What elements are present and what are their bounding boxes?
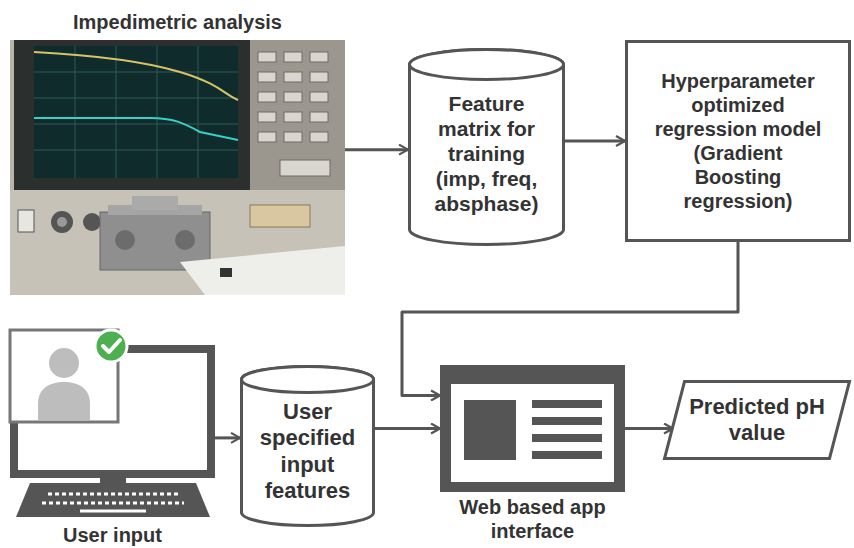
analyzer-photo-part-part xyxy=(310,132,328,142)
analyzer-photo-part xyxy=(220,268,232,277)
flow-arrow xyxy=(215,436,240,439)
analyzer-photo-part-part xyxy=(280,160,330,176)
analyzer-photo-part-part xyxy=(258,72,276,82)
text-holder: Web based app interface xyxy=(440,495,625,543)
text-holder: Impedimetric analysis xyxy=(10,10,345,34)
analyzer-photo-part xyxy=(18,210,34,232)
analyzer-photo-part xyxy=(115,230,135,250)
text-holder: Predicted pH value xyxy=(663,380,851,460)
web-app-icon-part xyxy=(532,417,602,425)
web-app-icon-part xyxy=(532,400,602,408)
analyzer-photo-part-part xyxy=(75,46,76,178)
analyzer-photo-part-part xyxy=(258,112,276,122)
analyzer-photo-part xyxy=(132,196,178,210)
text-holder: User specified input features xyxy=(240,365,375,527)
analyzer-photo-part-part xyxy=(34,72,238,73)
node-label: Hyperparameter optimized regression mode… xyxy=(651,69,826,213)
cylinder-body xyxy=(410,50,564,245)
analyzer-photo-part xyxy=(250,40,345,195)
analyzer-photo-part xyxy=(10,40,345,295)
analyzer-photo-part xyxy=(175,230,195,250)
analyzer-photo-part-part xyxy=(310,112,328,122)
node-heading: Impedimetric analysis xyxy=(10,10,345,34)
computer-icon-part xyxy=(48,493,178,496)
cylinder-body xyxy=(242,367,374,526)
web-app-icon-part xyxy=(464,400,516,460)
analyzer-photo-part xyxy=(83,213,101,231)
computer-icon xyxy=(10,330,211,517)
text-holder: Feature matrix for training (imp, freq, … xyxy=(408,48,565,246)
flow-arrow xyxy=(565,140,625,143)
analyzer-photo-part-part xyxy=(284,52,302,62)
analyzer-photo-part xyxy=(180,246,345,295)
computer-icon-part xyxy=(38,382,90,420)
computer-icon-part xyxy=(80,510,146,513)
analyzer-photo-part xyxy=(10,190,345,295)
flow-arrow xyxy=(375,427,440,430)
computer-icon-part xyxy=(95,330,127,362)
web-app-icon-part xyxy=(532,451,602,459)
node-label: Predicted pH value xyxy=(682,394,832,447)
process-box: Hyperparameter optimized regression mode… xyxy=(625,40,851,242)
analyzer-photo-part xyxy=(51,211,73,233)
analyzer-photo-part-part xyxy=(116,46,117,178)
web-app-icon-part xyxy=(532,434,602,442)
analyzer-photo-part xyxy=(57,217,67,227)
analyzer-photo-part xyxy=(34,118,238,140)
analyzer-photo-part xyxy=(34,46,238,178)
flow-arrow xyxy=(345,148,408,151)
cylinder-top xyxy=(410,50,564,80)
analyzer-photo-part-part xyxy=(198,46,199,178)
analyzer-photo-part xyxy=(250,205,310,227)
analyzer-photo-part-part xyxy=(258,132,276,142)
computer-icon-part xyxy=(16,483,210,517)
web-app-icon-part xyxy=(451,384,614,482)
analyzer-photo-part-part xyxy=(284,112,302,122)
web-app-node: Web based app interface xyxy=(440,365,625,492)
database-cylinder: User specified input features xyxy=(240,365,375,527)
node-heading: Web based app interface xyxy=(440,495,625,543)
box-outline xyxy=(627,42,850,241)
web-app-icon-part xyxy=(440,365,625,492)
analyzer-photo-part-part xyxy=(258,92,276,102)
analyzer-photo-part xyxy=(34,46,238,178)
database-cylinder: Feature matrix for training (imp, freq, … xyxy=(408,48,565,246)
computer-icon-part xyxy=(49,348,79,378)
cylinder-top xyxy=(242,367,374,393)
node-label: Feature matrix for training (imp, freq, … xyxy=(424,91,549,217)
analyzer-photo-part-part xyxy=(284,92,302,102)
output-parallelogram: Predicted pH value xyxy=(663,380,851,460)
node-heading: User input xyxy=(10,523,215,547)
analyzer-photo-part-part xyxy=(258,52,276,62)
analyzer-photo-part-part xyxy=(310,72,328,82)
computer-icon-part xyxy=(100,474,126,483)
computer-node: User input xyxy=(10,330,215,520)
parallelogram-outline xyxy=(665,382,850,459)
computer-icon-part xyxy=(103,340,120,352)
analyzer-photo-part-part xyxy=(34,98,238,99)
web-app-icon xyxy=(440,365,625,492)
analyzer-photo-part-part xyxy=(284,72,302,82)
computer-icon-part xyxy=(42,502,184,505)
analyzer-photo-part-part xyxy=(34,150,238,151)
analyzer-photo-part-part xyxy=(284,132,302,142)
text-holder: User input xyxy=(10,523,215,547)
analyzer-photo-part-part xyxy=(34,124,238,125)
analyzer-photo xyxy=(10,40,345,295)
flow-arrow xyxy=(402,242,738,395)
analyzer-photo-part-part xyxy=(310,92,328,102)
flow-arrow xyxy=(625,427,673,430)
node-label: User specified input features xyxy=(248,399,368,505)
analyzer-photo-part xyxy=(34,52,238,100)
analyzer-photo-part xyxy=(258,52,330,176)
photo-node: Impedimetric analysis xyxy=(10,40,345,295)
analyzer-photo-part-part xyxy=(310,52,328,62)
text-holder: Hyperparameter optimized regression mode… xyxy=(625,40,851,242)
analyzer-photo-part xyxy=(14,40,250,190)
